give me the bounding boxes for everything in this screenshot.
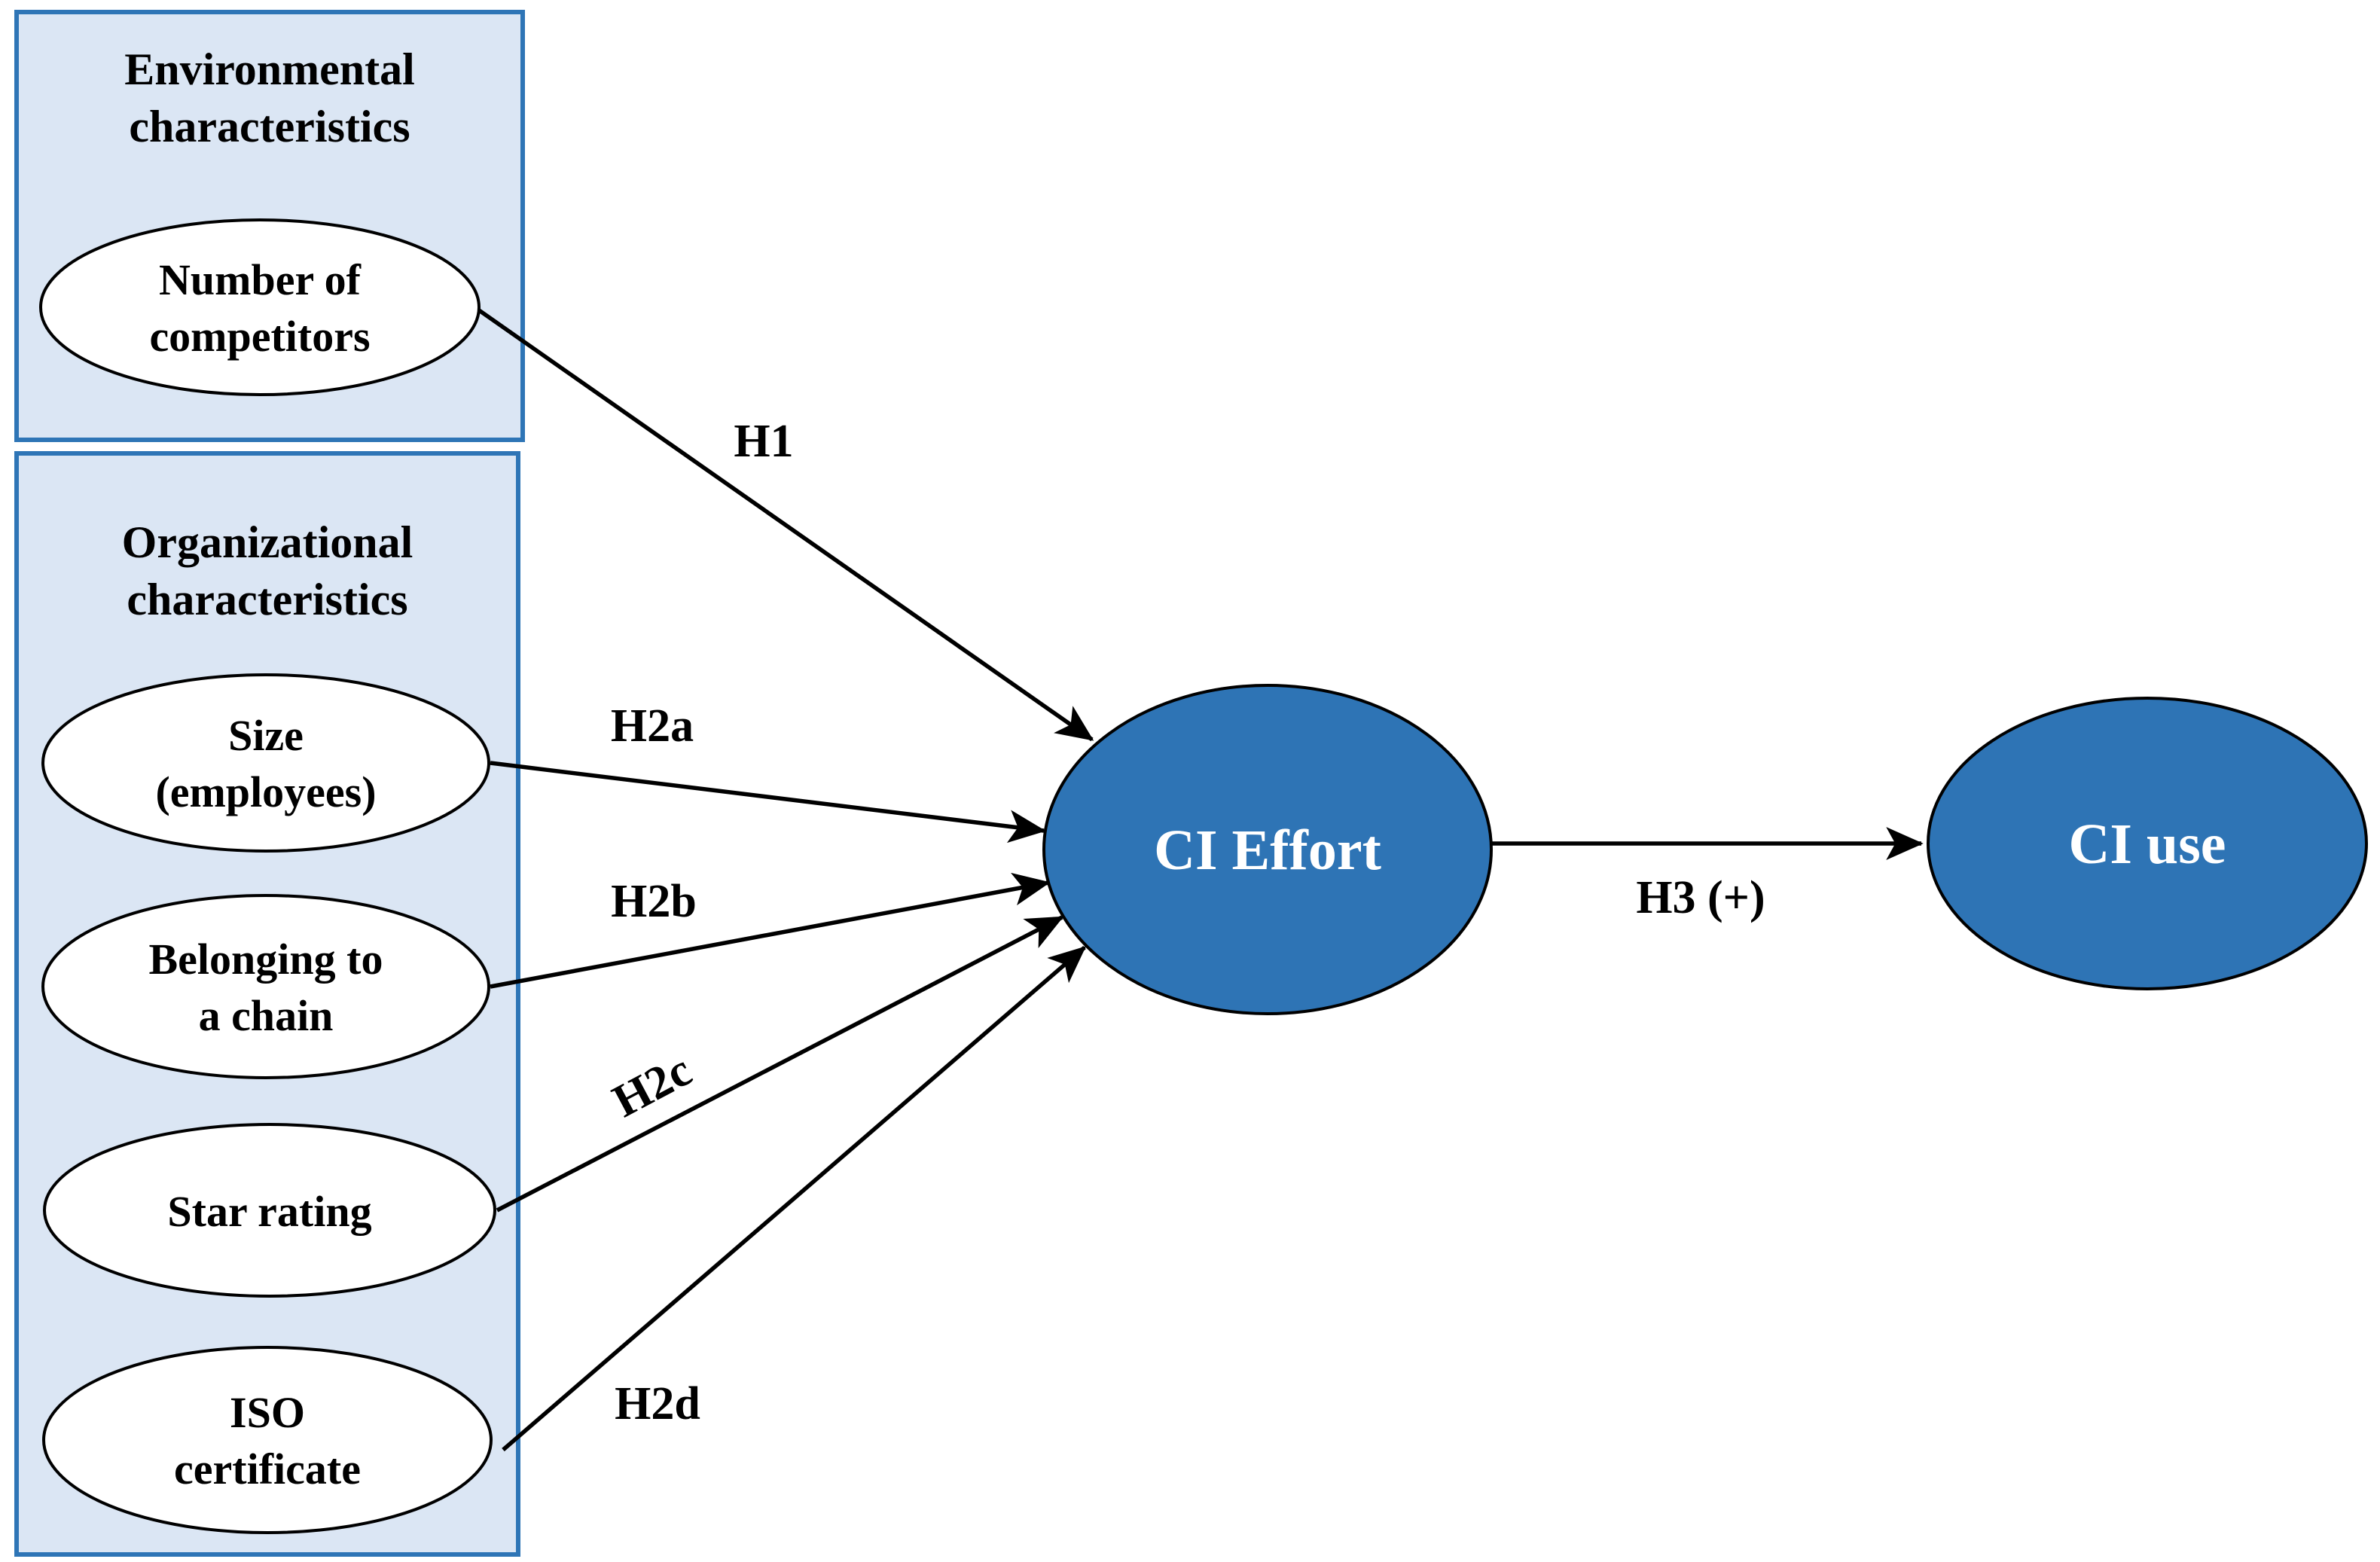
node-star-rating-label: Star rating xyxy=(167,1187,371,1236)
node-star-rating xyxy=(43,1123,496,1298)
edge-h2c xyxy=(496,915,1064,1213)
label-h2d: H2d xyxy=(615,1378,700,1429)
node-ci-use-label: CI use xyxy=(2068,813,2226,876)
node-iso-certificate-label-line2: certificate xyxy=(174,1445,361,1493)
label-h2b: H2b xyxy=(611,876,697,927)
node-belonging-to-chain-label-line1: Belonging to xyxy=(149,935,383,984)
edge-h2d xyxy=(502,945,1087,1452)
organizational-title-line2: characteristics xyxy=(127,575,407,624)
environmental-title-line1: Environmental xyxy=(124,44,415,94)
node-number-of-competitors-label-line1: Number of xyxy=(159,255,362,304)
node-ci-effort xyxy=(1042,684,1493,1015)
node-number-of-competitors-label-line2: competitors xyxy=(149,312,370,361)
node-ci-use xyxy=(1927,697,2368,990)
node-number-of-competitors xyxy=(39,218,481,396)
node-size-employees xyxy=(41,673,490,853)
label-h1: H1 xyxy=(734,416,793,467)
edge-h2b xyxy=(490,872,1051,989)
node-iso-certificate-label-line1: ISO xyxy=(230,1388,305,1437)
node-size-employees-label-line2: (employees) xyxy=(155,767,376,816)
node-size-employees-label-line1: Size xyxy=(228,711,304,760)
node-belonging-to-chain-label-line2: a chain xyxy=(199,991,334,1040)
node-belonging-to-chain xyxy=(41,894,490,1079)
organizational-title-line1: Organizational xyxy=(122,517,413,567)
node-iso-certificate xyxy=(42,1346,493,1534)
node-ci-effort-label: CI Effort xyxy=(1154,819,1381,882)
edge-h2a xyxy=(490,761,1046,844)
edge-h1 xyxy=(478,308,1094,742)
label-h2a: H2a xyxy=(611,700,694,752)
environmental-title-line2: characteristics xyxy=(129,102,410,151)
label-h3: H3 (+) xyxy=(1636,872,1765,923)
